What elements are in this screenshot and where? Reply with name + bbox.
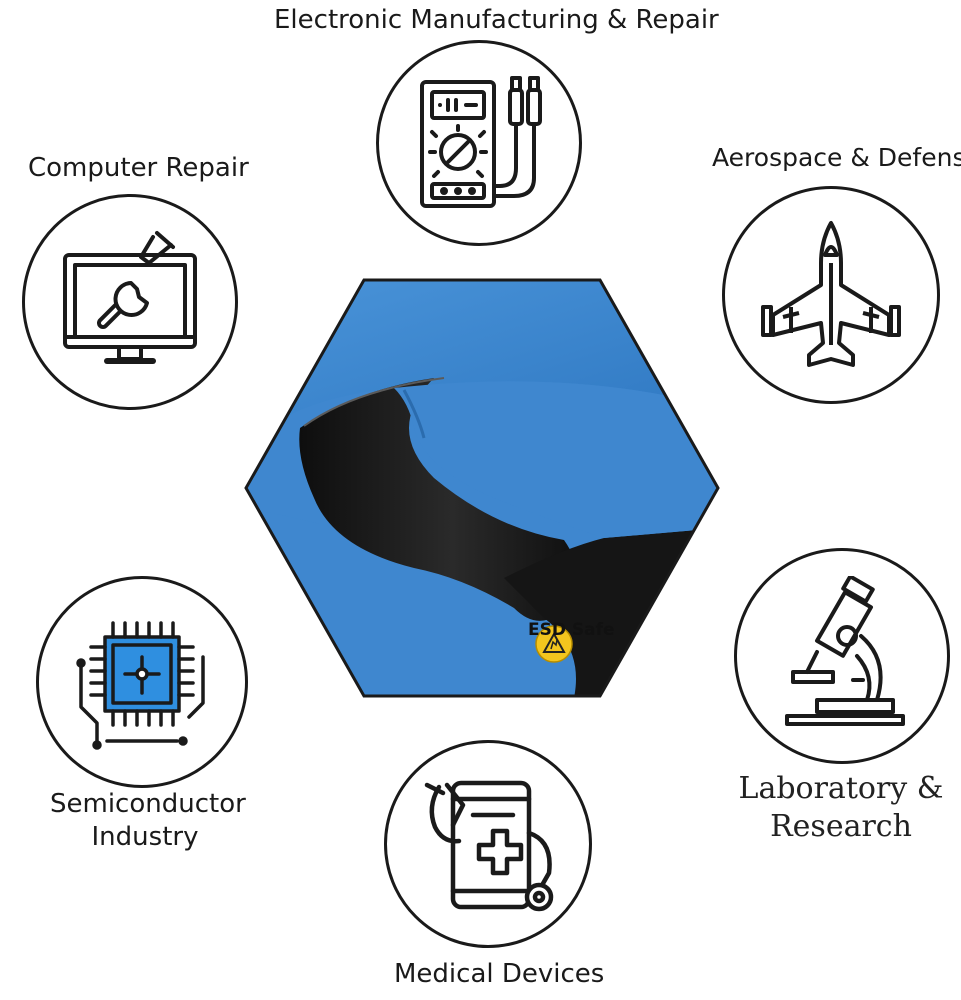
circle-aerospace (722, 186, 940, 404)
microscope-icon (785, 576, 905, 726)
esd-safe-label: ESD Safe (528, 620, 615, 640)
fighter-jet-icon (761, 221, 901, 367)
chip-icon (76, 621, 205, 750)
label-laboratory-line1: Laboratory & (738, 771, 944, 806)
label-aerospace-defense: Aerospace & Defense (712, 143, 961, 172)
label-semiconductor: Semiconductor Industry (50, 788, 246, 853)
label-semiconductor-line2: Industry (91, 821, 199, 852)
circle-computer (22, 194, 238, 410)
label-medical-devices: Medical Devices (394, 959, 605, 989)
label-computer-repair: Computer Repair (28, 153, 249, 183)
circle-medical (384, 740, 592, 948)
esd-mat-hexagon (244, 278, 720, 698)
label-laboratory: Laboratory & Research (736, 770, 946, 845)
mat-black-curl (299, 378, 578, 621)
medical-tablet-icon (424, 780, 554, 912)
monitor-wrench-icon (63, 231, 197, 364)
esd-warning-icon (535, 625, 573, 663)
circle-semiconductor (36, 576, 248, 788)
circle-electronic (376, 40, 582, 246)
multimeter-icon (420, 76, 542, 208)
label-laboratory-line2: Research (770, 808, 912, 844)
circle-laboratory (734, 548, 950, 764)
label-semiconductor-line1: Semiconductor (50, 789, 246, 819)
label-electronic-manufacturing: Electronic Manufacturing & Repair (274, 5, 719, 35)
